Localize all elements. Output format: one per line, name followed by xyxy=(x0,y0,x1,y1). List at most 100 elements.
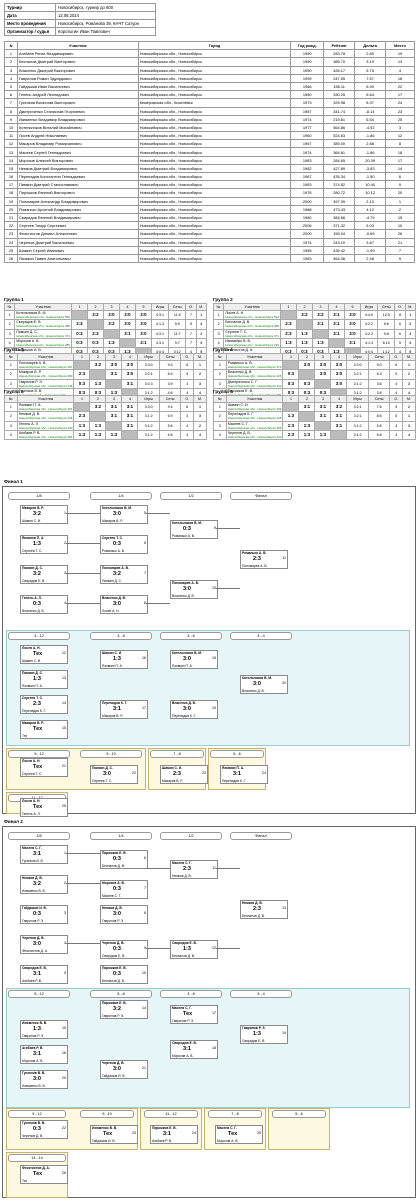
column-header: N xyxy=(4,40,18,51)
table-cell: 2.13 xyxy=(354,196,387,206)
group-column-header: О. xyxy=(394,303,406,311)
group-m: 2 xyxy=(402,401,416,413)
match-player-1: Сергеев Т. С. xyxy=(22,696,43,700)
group-participant: Язовкин П. А.Новосибирская обл., Новосиб… xyxy=(16,401,75,413)
group-m: 2 xyxy=(404,319,417,330)
group-score: 0:3 xyxy=(86,337,104,349)
group-score: 1:3 xyxy=(295,337,313,349)
match-score: 3:2 xyxy=(113,571,121,577)
match-score: 1:3 xyxy=(33,676,41,682)
participant-city: Новосибирская обл., Новосибирск 428 xyxy=(18,416,73,421)
group-score: 3:1 xyxy=(105,401,123,413)
table-cell: 1966 xyxy=(290,81,325,92)
table-cell: Романько Арсений Владимирович xyxy=(16,204,139,214)
table-cell: 1974 xyxy=(290,114,325,124)
match-score: 3:0 xyxy=(33,941,41,947)
group-score: 3:1 xyxy=(105,411,123,422)
phase-label: 1/8 xyxy=(8,832,70,840)
bracket-line xyxy=(146,603,170,604)
match-score: Тех xyxy=(33,804,43,810)
group-m: 1 xyxy=(404,309,417,321)
match-player-2: Пономарев А. В. xyxy=(242,564,268,568)
match-player-2: Немков Д. В. xyxy=(172,874,192,878)
match-number: 9 xyxy=(214,526,216,530)
bracket-line xyxy=(146,868,170,869)
match-score: 3:0 xyxy=(113,601,121,607)
group-score: 1:3 xyxy=(282,420,300,431)
match-score: 3:2 xyxy=(33,511,41,517)
match-score: 2:3 xyxy=(253,906,261,912)
info-value: Коротыгин Иван Павлович xyxy=(55,27,156,36)
table-cell: 21 xyxy=(4,212,18,223)
table-cell: Пирожков Евгений Викторович xyxy=(16,188,139,198)
match-number: 2 xyxy=(64,881,66,885)
group-sets: 9:9 xyxy=(168,319,187,330)
table-cell: 6 xyxy=(4,90,18,100)
table-cell: Агибаев Ренат Владимирович xyxy=(16,49,139,59)
table-cell: Новосибирская обл., Новосибирск xyxy=(137,114,292,124)
table-cell: Новосибирская обл., Новосибирск xyxy=(137,65,292,75)
group-m: 4 xyxy=(404,337,417,349)
group-score xyxy=(298,411,316,422)
match-score: 3:1 xyxy=(33,1051,41,1057)
phase-label: 1/8 xyxy=(8,492,70,500)
participant-city: Новосибирская обл., Новосибирск 524 xyxy=(225,315,279,320)
group-o: 5 xyxy=(389,411,403,422)
group-score: 3:1 xyxy=(330,411,348,422)
match-player-1: Пирожков Е. В. xyxy=(102,851,127,855)
match-player-2: Свиридов Е. В. xyxy=(242,1039,266,1043)
match-score: 0:3 xyxy=(33,601,41,607)
table-cell: Гепель Андрей Леонидович xyxy=(16,90,139,100)
table-cell: Гусенков Вячеслав Викторович xyxy=(16,98,139,108)
participant-city: Новосибирская обл., Новосибирск 386 xyxy=(225,324,279,329)
match-player-2: Сергеев Т. С. xyxy=(22,549,43,553)
table-cell: 2000 xyxy=(290,196,325,206)
table-cell: 7 xyxy=(4,98,18,108)
table-cell: Новосибирская обл., Новосибирск xyxy=(137,122,292,133)
table-cell: 10 xyxy=(4,122,18,133)
table-cell: 2 xyxy=(4,57,18,67)
match-number: 12 xyxy=(62,651,66,655)
group-g: 3:1:2 xyxy=(346,429,369,441)
match-player-2: Феоктистов Д. А. xyxy=(22,949,48,953)
group-score: 3:2 xyxy=(89,401,107,413)
match-player-2: Власенко Д. В. xyxy=(22,609,45,613)
group-column-header: 3 xyxy=(105,353,123,361)
match-score: Тех xyxy=(103,1131,113,1137)
match-number: 22 xyxy=(132,771,136,775)
match-number: 17 xyxy=(142,706,146,710)
table-cell: 1980 xyxy=(290,212,325,223)
match-number: 17 xyxy=(212,1011,216,1015)
group-row-number: 3 xyxy=(4,378,18,389)
table-cell: 23 xyxy=(4,229,18,239)
table-cell: 22 xyxy=(4,221,18,231)
group-o: 4 xyxy=(180,411,194,422)
group-score: 1:3 xyxy=(311,337,329,349)
group-column-header: О. xyxy=(180,353,194,361)
table-cell: 1973 xyxy=(290,98,325,108)
group-column-header: О. xyxy=(185,303,197,311)
group-score: 1:3 xyxy=(279,337,297,349)
match-player-2: Изюменко В. В. xyxy=(22,1084,46,1088)
group-participant: Беспалов Д. В.Новосибирская обл., Новоси… xyxy=(223,319,281,330)
group-score: 2:3 xyxy=(86,328,104,339)
group-row-number: 1 xyxy=(213,359,227,371)
table-cell: Сергеев Тимур Сергеевич xyxy=(16,221,139,231)
table-cell: Власенко Дмитрий Викторович xyxy=(16,65,139,75)
group-column-header: 5 xyxy=(343,303,361,311)
group-sets: 6:9 xyxy=(158,411,182,422)
match-player-1: Феоктистов Д. А. xyxy=(22,1166,50,1170)
group-sets: 8:4 xyxy=(158,369,182,380)
